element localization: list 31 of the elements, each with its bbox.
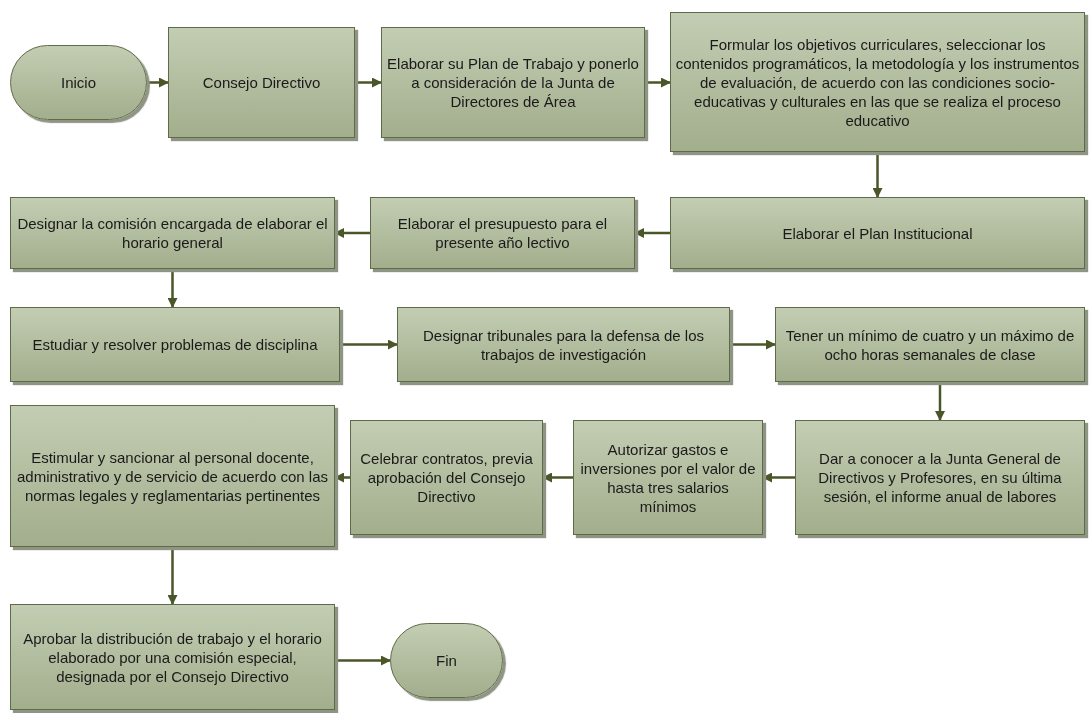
process-box: Elaborar el presupuesto para el presente año lectivo (370, 197, 635, 269)
arrow (730, 339, 776, 350)
process-box: Consejo Directivo (168, 27, 355, 138)
arrow (634, 228, 670, 238)
arrow (334, 228, 370, 238)
terminal-shape: Inicio (10, 45, 147, 120)
arrow (935, 382, 945, 421)
arrow (334, 472, 350, 483)
process-box: Aprobar la distribución de trabajo y el horario elaborado por una comisión especial, designada por el Consejo Directivo (10, 604, 335, 710)
process-box: Autorizar gastos e inversiones por el valor de hasta tres salarios mínimos (573, 420, 763, 535)
process-box: Elaborar el Plan Institucional (670, 197, 1085, 269)
process-box: Formular los objetivos curriculares, seleccionar los contenidos programáticos, la metodología y los instrumentos de evaluación, de acuerdo con las condiciones socio-educativas y culturales en las que se realiza el proceso educativo (670, 12, 1085, 152)
arrow (645, 77, 671, 88)
arrow (762, 472, 795, 483)
process-box: Designar tribunales para la defensa de los trabajos de investigación (397, 307, 730, 382)
arrow (167, 547, 178, 605)
arrow (542, 472, 573, 483)
process-box: Estimular y sancionar al personal docente, administrativo y de servicio de acuerdo con las normas legales y reglamentarias pertinentes (10, 405, 335, 547)
arrow (147, 77, 169, 88)
arrow (340, 339, 398, 350)
arrow (872, 152, 883, 198)
process-box: Elaborar su Plan de Trabajo y ponerlo a consideración de la Junta de Directores de Área (381, 27, 645, 138)
terminal-shape: Fin (390, 623, 503, 698)
arrow (355, 77, 382, 88)
process-box: Dar a conocer a la Junta General de Directivos y Profesores, en su última sesión, el informe anual de labores (795, 420, 1085, 535)
arrow (167, 269, 178, 308)
process-box: Estudiar y resolver problemas de disciplina (10, 307, 340, 382)
process-box: Designar la comisión encargada de elaborar el horario general (10, 197, 335, 269)
arrow (335, 655, 391, 666)
process-box: Celebrar contratos, previa aprobación del Consejo Directivo (350, 420, 543, 535)
process-box: Tener un mínimo de cuatro y un máximo de ocho horas semanales de clase (775, 307, 1085, 382)
